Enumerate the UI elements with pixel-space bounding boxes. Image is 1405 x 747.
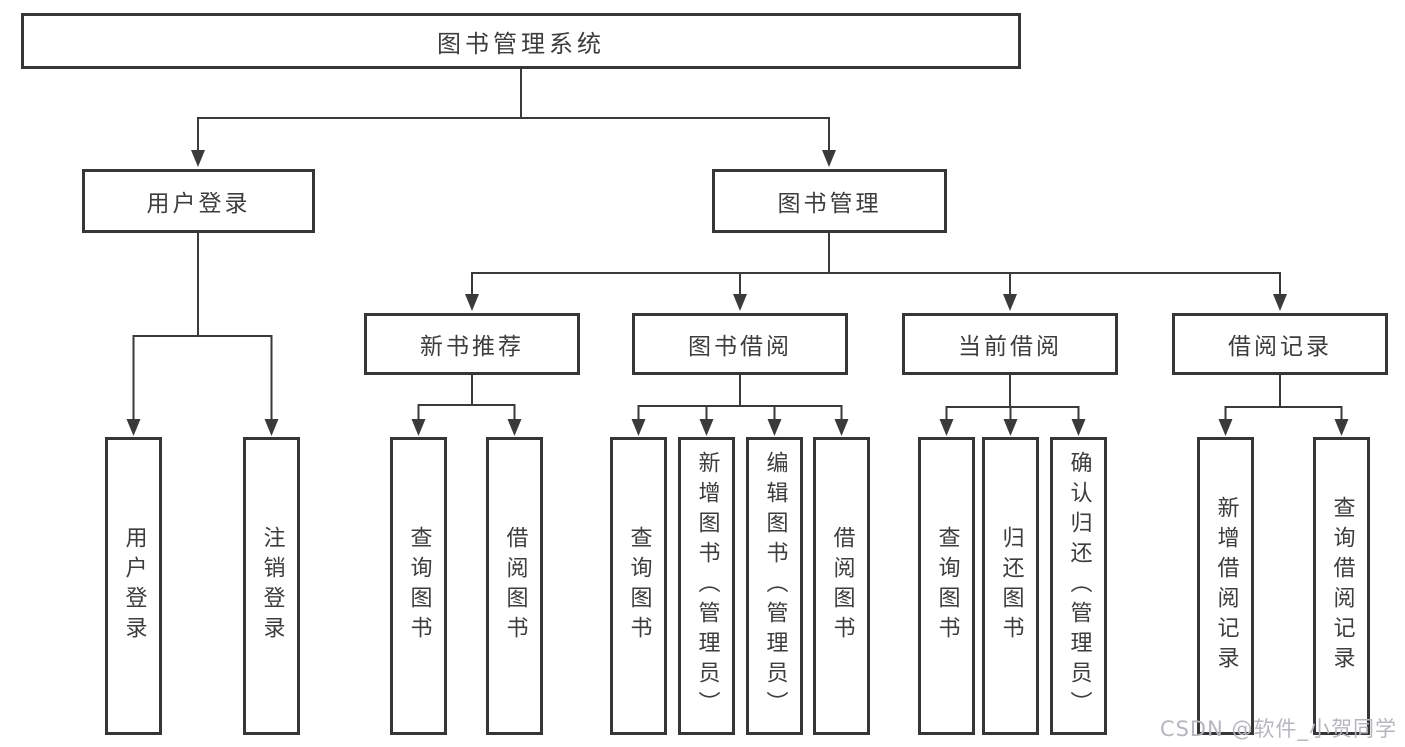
node-label: 查询图书	[626, 526, 652, 646]
node-label: 借阅图书	[829, 526, 855, 646]
node-label: 查询图书	[406, 526, 432, 646]
csdn-watermark: CSDN @软件_小贺同学	[1159, 717, 1397, 741]
node-new-book-recommend: 新书推荐	[364, 313, 580, 375]
node-label: 新增图书（管理员）	[694, 451, 720, 721]
node-library-system: 图书管理系统	[21, 13, 1021, 69]
leaf-user-login: 用户登录	[105, 437, 162, 735]
node-label: 查询图书	[934, 526, 960, 646]
leaf-new-query-books: 查询图书	[390, 437, 447, 735]
node-label: 编辑图书（管理员）	[762, 451, 788, 721]
node-book-management: 图书管理	[712, 169, 947, 233]
node-label: 新书推荐	[420, 334, 524, 360]
node-label: 用户登录	[146, 191, 251, 217]
leaf-current-return-books: 归还图书	[982, 437, 1039, 735]
leaf-borrow-edit-books-admin: 编辑图书（管理员）	[746, 437, 803, 735]
leaf-logout: 注销登录	[243, 437, 300, 735]
leaf-current-confirm-return-admin: 确认归还（管理员）	[1050, 437, 1107, 735]
node-label: 图书管理系统	[437, 29, 605, 58]
leaf-borrow-query-books: 查询图书	[610, 437, 667, 735]
leaf-new-borrow-books: 借阅图书	[486, 437, 543, 735]
node-label: 确认归还（管理员）	[1066, 451, 1092, 721]
node-label: 用户登录	[121, 526, 147, 646]
node-label: 查询借阅记录	[1329, 496, 1355, 676]
node-label: 图书借阅	[688, 334, 792, 360]
node-label: 当前借阅	[958, 334, 1062, 360]
node-current-borrow: 当前借阅	[902, 313, 1118, 375]
node-label: 注销登录	[259, 526, 285, 646]
leaf-records-add-record: 新增借阅记录	[1197, 437, 1254, 735]
node-label: 归还图书	[998, 526, 1024, 646]
leaf-records-query-record: 查询借阅记录	[1313, 437, 1370, 735]
node-book-borrow: 图书借阅	[632, 313, 848, 375]
node-label: 借阅图书	[502, 526, 528, 646]
leaf-borrow-add-books-admin: 新增图书（管理员）	[678, 437, 735, 735]
node-label: 新增借阅记录	[1213, 496, 1239, 676]
node-label: 借阅记录	[1228, 334, 1332, 360]
leaf-current-query-books: 查询图书	[918, 437, 975, 735]
node-borrow-records: 借阅记录	[1172, 313, 1388, 375]
node-label: 图书管理	[777, 191, 882, 217]
leaf-borrow-borrow-books: 借阅图书	[813, 437, 870, 735]
node-user-login: 用户登录	[82, 169, 315, 233]
